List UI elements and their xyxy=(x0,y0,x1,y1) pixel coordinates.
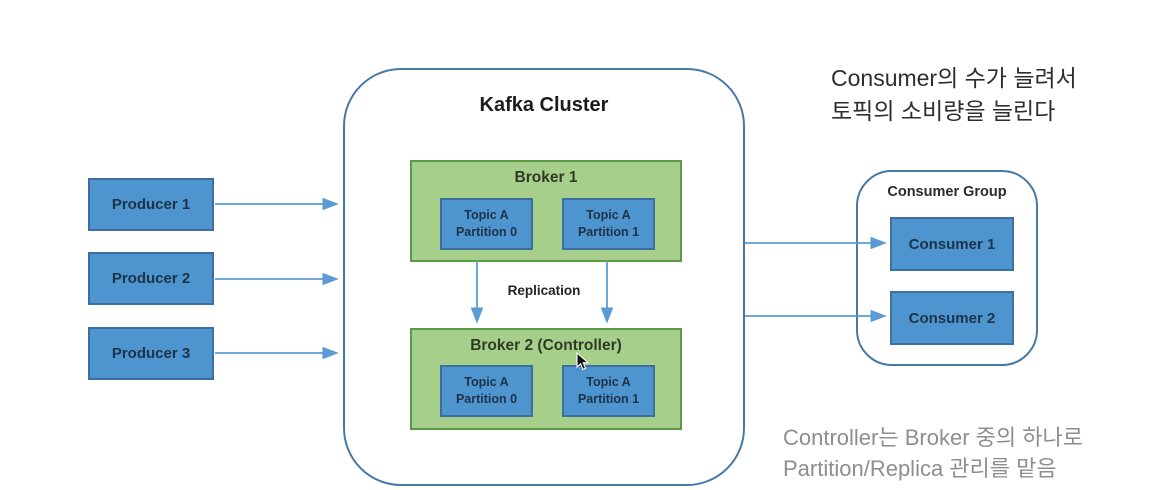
partition-line1: Topic A xyxy=(464,375,509,390)
broker-1-topic-a-partition-0-box: Topic A Partition 0 xyxy=(440,198,533,250)
replication-label: Replication xyxy=(507,283,581,298)
broker-2-box: Broker 2 (Controller) Topic A Partition … xyxy=(410,328,682,430)
consumer-2-box: Consumer 2 xyxy=(890,291,1014,345)
producer-2-label: Producer 2 xyxy=(111,270,191,287)
broker-1-topic-a-partition-1-box: Topic A Partition 1 xyxy=(562,198,655,250)
annotation-bottom-right: Controller는 Broker 중의 하나로 Partition/Repl… xyxy=(783,422,1083,484)
producer-1-label: Producer 1 xyxy=(111,196,191,213)
partition-line1: Topic A xyxy=(464,208,509,223)
partition-line1: Topic A xyxy=(586,375,631,390)
partition-line1: Topic A xyxy=(586,208,631,223)
consumer-group-container: Consumer Group Consumer 1 Consumer 2 xyxy=(856,170,1038,366)
producer-3-box: Producer 3 xyxy=(88,327,214,380)
annotation-bottom-right-line2: Partition/Replica 관리를 맡음 xyxy=(783,456,1057,481)
partition-line2: Partition 0 xyxy=(455,392,518,406)
consumer-group-title: Consumer Group xyxy=(887,184,1007,200)
kafka-cluster-container: Kafka Cluster Broker 1 Topic A Partition… xyxy=(343,68,745,486)
broker-2-topic-a-partition-1-box: Topic A Partition 1 xyxy=(562,365,655,417)
consumer-1-box: Consumer 1 xyxy=(890,217,1014,271)
consumer-2-label: Consumer 2 xyxy=(908,309,996,327)
annotation-top-right-line2: 토픽의 소비량을 늘린다 xyxy=(831,98,1056,124)
broker-1-box: Broker 1 Topic A Partition 0 Topic A Par… xyxy=(410,160,682,262)
annotation-top-right: Consumer의 수가 늘려서 토픽의 소비량을 늘린다 xyxy=(831,62,1077,128)
broker-2-title: Broker 2 (Controller) xyxy=(470,337,622,354)
partition-line2: Partition 1 xyxy=(577,225,640,239)
annotation-top-right-line1: Consumer의 수가 늘려서 xyxy=(831,65,1077,91)
annotation-bottom-right-line1: Controller는 Broker 중의 하나로 xyxy=(783,425,1083,450)
producer-1-box: Producer 1 xyxy=(88,178,214,231)
producer-2-box: Producer 2 xyxy=(88,252,214,305)
broker-2-topic-a-partition-0-box: Topic A Partition 0 xyxy=(440,365,533,417)
kafka-cluster-title: Kafka Cluster xyxy=(479,94,609,116)
consumer-1-label: Consumer 1 xyxy=(908,235,996,253)
broker-1-title: Broker 1 xyxy=(514,169,578,186)
producer-3-label: Producer 3 xyxy=(111,345,191,362)
partition-line2: Partition 0 xyxy=(455,225,518,239)
partition-line2: Partition 1 xyxy=(577,392,640,406)
